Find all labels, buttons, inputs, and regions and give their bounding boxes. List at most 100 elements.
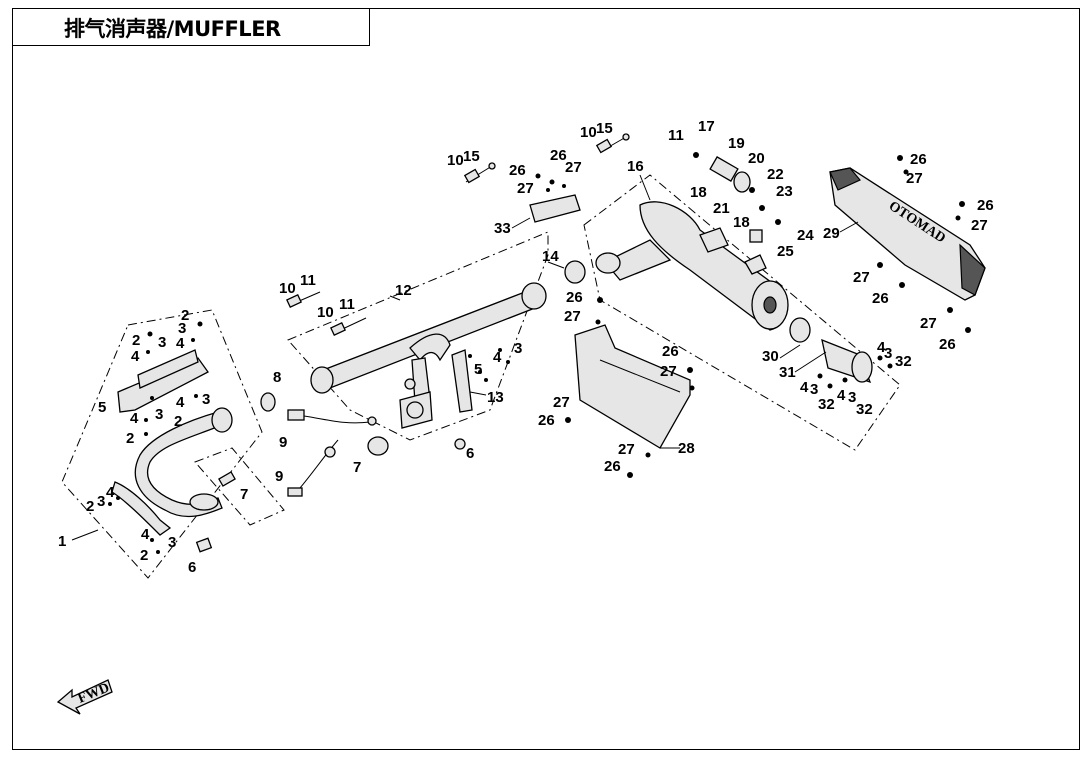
callout-32: 32 <box>895 353 912 370</box>
plug-7 <box>218 471 236 487</box>
mounting-clamp <box>709 156 763 243</box>
callout-13: 13 <box>487 389 504 406</box>
callout-6: 6 <box>188 559 196 576</box>
gasket-14 <box>564 260 586 284</box>
gasket-30 <box>789 317 811 343</box>
callout-27: 27 <box>565 159 582 176</box>
callout-2: 2 <box>174 413 182 430</box>
callout-28: 28 <box>678 440 695 457</box>
callout-27: 27 <box>920 315 937 332</box>
callout-2: 2 <box>140 547 148 564</box>
drawing-frame <box>12 8 1080 750</box>
oxygen-sensor-upper <box>287 409 377 426</box>
callout-10: 10 <box>279 280 296 297</box>
bolt-spring-upper-right <box>595 133 630 154</box>
callout-15: 15 <box>596 120 613 137</box>
callout-7: 7 <box>240 486 248 503</box>
muffler-body <box>595 201 789 331</box>
callout-26: 26 <box>538 412 555 429</box>
header-pipe <box>111 407 233 553</box>
callout-27: 27 <box>618 441 635 458</box>
callout-3: 3 <box>514 340 522 357</box>
callout-3: 3 <box>202 391 210 408</box>
callout-2: 2 <box>86 498 94 515</box>
callout-10: 10 <box>580 124 597 141</box>
callout-5: 5 <box>474 361 482 378</box>
callout-4: 4 <box>176 335 185 352</box>
callout-11: 11 <box>300 272 316 289</box>
callout-3: 3 <box>810 381 818 398</box>
callout-3: 3 <box>158 334 166 351</box>
gasket-8 <box>260 392 276 412</box>
title-box <box>12 8 370 46</box>
callout-11: 11 <box>668 127 684 144</box>
heat-shield-33 <box>529 194 581 223</box>
callout-3: 3 <box>97 493 105 510</box>
callout-26: 26 <box>566 289 583 306</box>
callout-4: 4 <box>106 484 115 501</box>
callout-18: 18 <box>690 184 707 201</box>
bracket-13 <box>451 349 473 413</box>
callout-26: 26 <box>939 336 956 353</box>
callout-26: 26 <box>872 290 889 307</box>
callout-4: 4 <box>130 410 139 427</box>
callout-33: 33 <box>494 220 511 237</box>
callout-9: 9 <box>275 468 283 485</box>
middle-pipe <box>310 282 547 403</box>
callout-18: 18 <box>733 214 750 231</box>
callout-3: 3 <box>848 389 856 406</box>
group-outline-oxygen-sensor <box>194 447 285 526</box>
fwd-arrow-icon: FWD <box>56 679 113 715</box>
nut-6 <box>454 438 466 450</box>
callout-26: 26 <box>910 151 927 168</box>
fwd-label: FWD <box>76 681 112 707</box>
callout-24: 24 <box>797 227 814 244</box>
callout-8: 8 <box>273 369 281 386</box>
heat-shield-front <box>117 349 209 413</box>
callout-27: 27 <box>971 217 988 234</box>
callout-1: 1 <box>58 533 66 550</box>
callout-31: 31 <box>779 364 796 381</box>
callout-12: 12 <box>395 282 412 299</box>
oxygen-sensor-lower <box>287 439 339 497</box>
callout-4: 4 <box>493 349 502 366</box>
callout-14: 14 <box>542 248 559 265</box>
callout-5: 5 <box>98 399 106 416</box>
callout-3: 3 <box>178 320 186 337</box>
callout-3: 3 <box>168 534 176 551</box>
callout-21: 21 <box>713 200 730 217</box>
callout-17: 17 <box>698 118 715 135</box>
callout-27: 27 <box>853 269 870 286</box>
callout-23: 23 <box>776 183 793 200</box>
bolt-spring-mid-1 <box>286 291 321 309</box>
callout-2: 2 <box>126 430 134 447</box>
bolt-spring-upper-left <box>463 162 496 184</box>
callout-27: 27 <box>564 308 581 325</box>
callout-20: 20 <box>748 150 765 167</box>
callout-4: 4 <box>176 394 185 411</box>
callout-30: 30 <box>762 348 779 365</box>
callout-4: 4 <box>800 379 809 396</box>
callout-6: 6 <box>466 445 474 462</box>
callout-32: 32 <box>856 401 873 418</box>
callout-labels: 1 2 2 2 2 2 2 3 3 3 3 3 3 3 3 3 3 4 4 4 … <box>58 118 994 576</box>
gasket-7 <box>367 436 389 456</box>
callout-10: 10 <box>447 152 464 169</box>
callout-19: 19 <box>728 135 745 152</box>
callout-16: 16 <box>627 158 644 175</box>
callout-29: 29 <box>823 225 840 242</box>
tail-pipe <box>821 338 873 384</box>
callout-26: 26 <box>550 147 567 164</box>
nut-small <box>404 378 416 390</box>
callout-3: 3 <box>155 406 163 423</box>
callout-26: 26 <box>509 162 526 179</box>
callout-4: 4 <box>837 387 846 404</box>
callout-9: 9 <box>279 434 287 451</box>
callout-22: 22 <box>767 166 784 183</box>
callout-26: 26 <box>662 343 679 360</box>
callout-25: 25 <box>777 243 794 260</box>
fasteners <box>108 152 971 554</box>
leader-lines <box>71 174 859 541</box>
callout-27: 27 <box>517 180 534 197</box>
